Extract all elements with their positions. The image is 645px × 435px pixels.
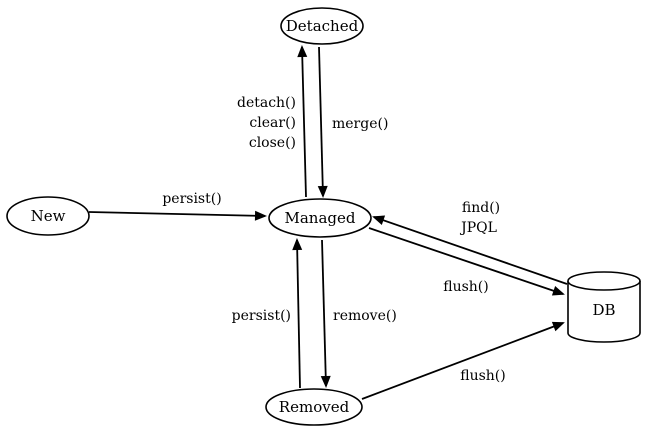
- arrow-managed-to-removed: [320, 239, 331, 388]
- state-node-removed: Removed: [265, 388, 363, 426]
- arrow-removed-to-managed: [292, 238, 303, 389]
- db-cylinder-body: [567, 281, 641, 343]
- new-label: New: [31, 207, 66, 225]
- label-persist-new: persist(): [162, 191, 221, 207]
- label-flush-managed: flush(): [443, 279, 488, 295]
- removed-ellipse: [265, 388, 363, 426]
- label-clear: clear(): [249, 115, 296, 131]
- database-node: DB: [567, 271, 641, 343]
- label-close: close(): [249, 135, 296, 151]
- managed-label: Managed: [285, 209, 356, 227]
- state-node-managed: Managed: [268, 198, 372, 238]
- arrow-managed-to-detached: [297, 45, 308, 198]
- new-ellipse: [6, 196, 90, 236]
- label-find: find(): [462, 200, 500, 216]
- arrow-removed-to-db: [361, 321, 565, 400]
- arrow-detached-to-managed: [317, 46, 328, 198]
- detached-label: Detached: [286, 17, 359, 35]
- removed-label: Removed: [279, 398, 350, 416]
- state-node-new: New: [6, 196, 90, 236]
- db-label: DB: [592, 301, 615, 319]
- label-jpql: JPQL: [459, 220, 497, 236]
- label-flush-removed: flush(): [460, 368, 505, 384]
- arrow-new-to-managed: [88, 210, 267, 221]
- label-remove: remove(): [333, 308, 397, 324]
- managed-ellipse: [268, 198, 372, 238]
- label-persist-removed: persist(): [232, 308, 291, 324]
- label-merge: merge(): [332, 116, 388, 132]
- detached-ellipse: [280, 7, 364, 45]
- label-detach: detach(): [237, 95, 296, 111]
- arrow-db-to-managed: [372, 215, 568, 285]
- arrow-managed-to-db: [368, 227, 565, 296]
- state-node-detached: Detached: [280, 7, 364, 45]
- db-cylinder-top: [567, 271, 641, 291]
